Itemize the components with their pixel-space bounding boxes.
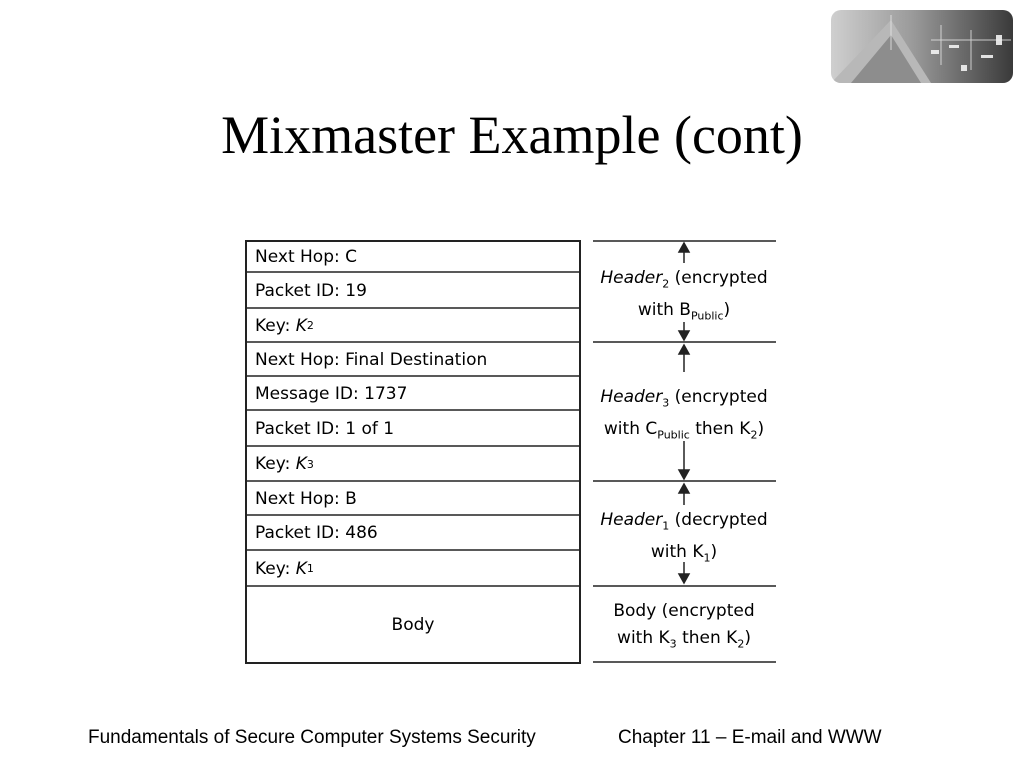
label-text: Body (encrypted [613, 601, 755, 621]
footer-course-title: Fundamentals of Secure Computer Systems … [88, 727, 536, 748]
header1-down-arrow [677, 562, 691, 585]
table-row: Packet ID: 19 [246, 273, 580, 308]
table-row-body: Body [246, 587, 580, 662]
section-divider-lines [593, 240, 776, 663]
city-photo-logo [831, 10, 1013, 83]
header-name: Header [600, 268, 663, 288]
row-label: Next Hop: B [255, 488, 357, 509]
section-label-header1: Header1 (decrypted with K1) [588, 507, 780, 572]
table-row: Packet ID: 1 of 1 [246, 411, 580, 446]
section-label-header2: Header2 (encrypted with BPublic) [588, 265, 780, 330]
packet-table-border [245, 240, 581, 664]
header3-up-arrow [677, 343, 691, 372]
header2-down-arrow [677, 322, 691, 342]
row-label: Next Hop: Final Destination [255, 349, 488, 370]
label-text: with K [617, 628, 670, 648]
label-text: (encrypted [669, 268, 768, 288]
label-text: with C [603, 419, 658, 440]
header-subscript: 1 [662, 519, 670, 533]
table-row: Message ID: 1737 [246, 377, 580, 410]
table-row: Next Hop: B [246, 482, 580, 515]
label-text: then K [689, 419, 751, 440]
key-subscript: Public [657, 428, 690, 442]
header2-up-arrow [677, 241, 691, 263]
key-symbol: K [295, 315, 307, 336]
row-label: Packet ID: 1 of 1 [255, 418, 395, 439]
table-row: Next Hop: C [246, 242, 580, 272]
label-text: (encrypted [669, 387, 768, 407]
key-subscript: Public [690, 309, 724, 323]
label-text: ) [710, 542, 718, 563]
key-subscript: 3 [669, 637, 677, 651]
label-text: ) [757, 419, 765, 440]
row-label: Message ID: 1737 [255, 383, 408, 404]
label-text: (decrypted [669, 510, 768, 530]
section-label-body: Body (encrypted with K3 then K2) [588, 598, 780, 657]
row-label: Packet ID: 486 [255, 523, 378, 543]
label-text: ) [744, 628, 751, 648]
row-label: Packet ID: 19 [255, 280, 367, 301]
key-subscript: 2 [306, 319, 314, 332]
header-name: Header [600, 510, 663, 530]
label-text: then K [676, 628, 738, 648]
row-label: Key: [255, 454, 291, 474]
footer-chapter: Chapter 11 – E-mail and WWW [618, 727, 882, 748]
table-row: Next Hop: Final Destination [246, 343, 580, 376]
section-label-header3: Header3 (encrypted with CPublic then K2) [588, 384, 780, 449]
key-subscript: 3 [306, 457, 314, 471]
key-subscript: 1 [703, 551, 711, 565]
header1-up-arrow [677, 482, 691, 505]
key-symbol: K [295, 558, 307, 579]
header3-down-arrow [677, 441, 691, 481]
key-subscript: 2 [737, 637, 745, 651]
row-label: Key: [255, 558, 291, 579]
row-label: Key: [255, 315, 291, 336]
row-label: Body [391, 614, 435, 635]
label-text: ) [723, 300, 731, 321]
label-text: with K [650, 542, 704, 563]
table-row: Packet ID: 486 [246, 516, 580, 550]
packet-table-row-lines [246, 271, 580, 587]
key-symbol: K [295, 454, 307, 474]
row-label: Next Hop: C [255, 247, 357, 267]
slide-title: Mixmaster Example (cont) [221, 105, 803, 165]
label-text: with B [637, 300, 691, 321]
header-subscript: 3 [662, 396, 670, 410]
header-name: Header [600, 387, 663, 407]
header-subscript: 2 [662, 277, 670, 291]
key-subscript: 2 [750, 428, 758, 442]
key-subscript: 1 [306, 562, 314, 575]
